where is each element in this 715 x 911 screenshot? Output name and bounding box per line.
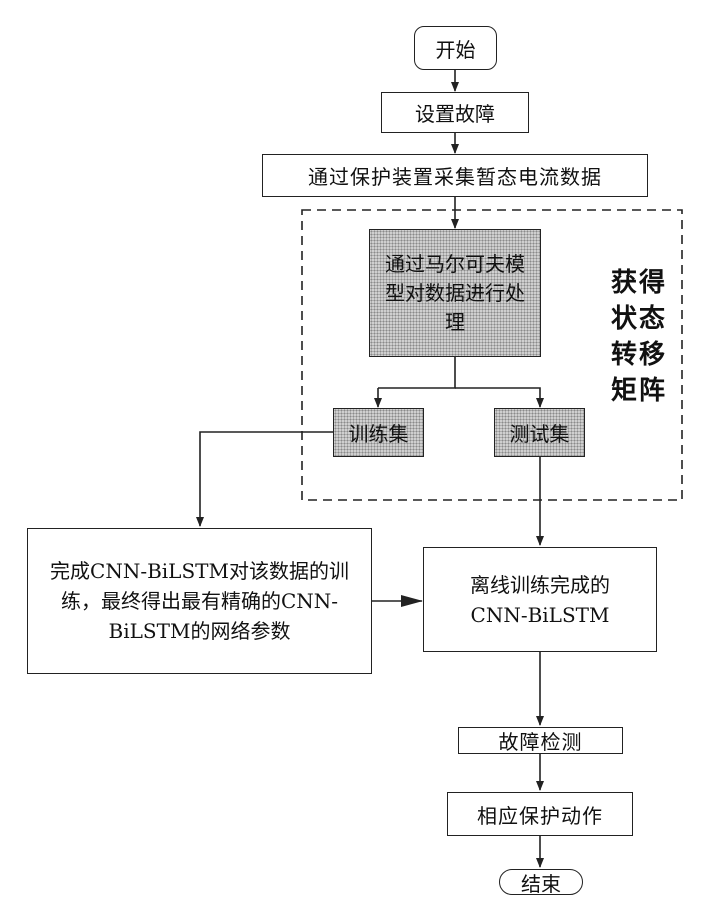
- cnn-training-node: 完成CNN-BiLSTM对该数据的训练，最终得出最有精确的CNN-BiLSTM的…: [27, 528, 372, 674]
- end-node: 结束: [499, 869, 583, 895]
- protect-action-node: 相应保护动作: [447, 792, 633, 836]
- protect-action-label: 相应保护动作: [477, 800, 603, 829]
- test-set-node: 测试集: [494, 408, 585, 457]
- test-set-label: 测试集: [510, 418, 570, 447]
- offline-model-label: 离线训练完成的CNN-BiLSTM: [452, 570, 628, 630]
- train-set-node: 训练集: [333, 408, 424, 457]
- fault-detect-label: 故障检测: [499, 726, 583, 755]
- set-fault-node: 设置故障: [381, 92, 529, 133]
- fault-detect-node: 故障检测: [458, 727, 623, 754]
- markov-process-node: 通过马尔可夫模型对数据进行处理: [369, 229, 541, 357]
- train-set-label: 训练集: [349, 418, 409, 447]
- start-label: 开始: [436, 34, 476, 63]
- arrow-markov-split: [378, 357, 455, 388]
- collect-data-label: 通过保护装置采集暂态电流数据: [308, 161, 602, 190]
- cnn-training-label: 完成CNN-BiLSTM对该数据的训练，最终得出最有精确的CNN-BiLSTM的…: [44, 556, 355, 646]
- collect-data-node: 通过保护装置采集暂态电流数据: [262, 154, 648, 197]
- set-fault-label: 设置故障: [415, 98, 495, 127]
- end-label: 结束: [521, 868, 561, 897]
- start-node: 开始: [414, 26, 497, 70]
- arrow-to-test-set: [455, 388, 540, 407]
- markov-process-label: 通过马尔可夫模型对数据进行处理: [376, 250, 534, 337]
- offline-model-node: 离线训练完成的CNN-BiLSTM: [423, 547, 657, 652]
- arrow-train-to-cnn: [200, 432, 333, 526]
- markov-group-label: 获得状态转移矩阵: [611, 265, 671, 409]
